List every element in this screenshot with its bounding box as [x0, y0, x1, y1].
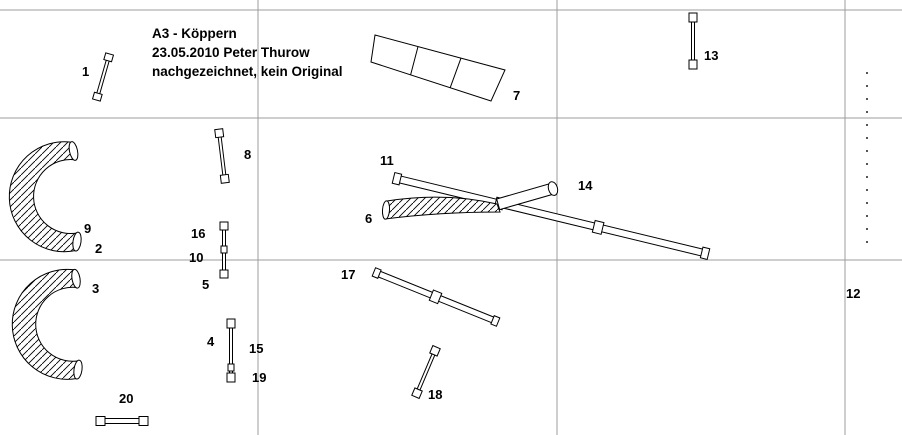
title-line-3: nachgezeichnet, kein Original — [152, 64, 343, 79]
track-piece-4-15-19[interactable] — [226, 318, 236, 383]
end-cap — [411, 387, 423, 400]
rail-joint — [428, 289, 443, 305]
track-piece-8[interactable] — [214, 128, 230, 184]
part-label-1: 1 — [82, 64, 89, 79]
title-block: A3 - Köppern 23.05.2010 Peter Thurow nac… — [152, 26, 343, 79]
end-cap — [91, 91, 103, 102]
track-piece-13[interactable] — [688, 12, 698, 70]
part-label-16: 16 — [191, 226, 205, 241]
end-cap — [73, 359, 83, 380]
part-label-7: 7 — [513, 88, 520, 103]
end-cap — [688, 59, 698, 70]
end-cap — [219, 173, 230, 184]
part-label-13: 13 — [704, 48, 718, 63]
end-cap — [138, 416, 149, 426]
part-label-3: 3 — [92, 281, 99, 296]
track-body — [217, 131, 227, 181]
part-label-18: 18 — [428, 387, 442, 402]
title-line-2: 23.05.2010 Peter Thurow — [152, 45, 310, 60]
track-piece-14[interactable] — [496, 181, 559, 211]
track-body — [99, 418, 145, 424]
curve-body-hatched — [384, 196, 501, 220]
rail-joint — [591, 219, 605, 235]
end-cap — [381, 200, 391, 220]
part-label-15: 15 — [249, 341, 263, 356]
rail-joint — [220, 245, 228, 254]
curved-track-3[interactable] — [11, 268, 83, 380]
end-cap — [95, 416, 106, 426]
rail-joint — [227, 363, 235, 372]
track-piece-20[interactable] — [95, 416, 149, 426]
part-label-12: 12 — [846, 286, 860, 301]
end-cap — [219, 221, 229, 231]
end-cap — [688, 12, 698, 23]
end-cap — [490, 315, 501, 327]
part-label-2: 2 — [95, 241, 102, 256]
track-piece-6[interactable] — [381, 196, 501, 220]
end-cap — [547, 181, 559, 196]
end-cap — [103, 52, 115, 63]
end-cap — [429, 344, 441, 357]
end-cap — [68, 141, 79, 161]
end-cap — [226, 318, 236, 329]
track-piece-7[interactable] — [370, 34, 506, 102]
end-cap — [71, 268, 81, 289]
part-label-19: 19 — [252, 370, 266, 385]
part-labels: 1 2 3 4 5 6 7 8 9 10 11 12 13 14 15 16 1… — [82, 48, 860, 406]
track-piece-16-10-5[interactable] — [219, 221, 229, 279]
segment-divider — [449, 57, 462, 88]
track-body — [95, 55, 111, 99]
part-label-8: 8 — [244, 147, 251, 162]
end-cap — [391, 171, 403, 186]
part-label-17: 17 — [341, 267, 355, 282]
track-piece-1[interactable] — [91, 52, 115, 102]
curve-body-hatched — [8, 141, 79, 253]
title-line-1: A3 - Köppern — [152, 26, 237, 41]
end-cap — [371, 267, 382, 279]
curve-body-hatched — [11, 268, 80, 380]
segment-divider — [410, 46, 419, 76]
curved-track-2[interactable] — [8, 141, 82, 253]
track-body — [691, 14, 695, 68]
end-cap — [214, 128, 225, 139]
part-label-4: 4 — [207, 334, 215, 349]
end-cap — [699, 246, 711, 261]
end-cap — [226, 372, 236, 383]
part-label-20: 20 — [119, 391, 133, 406]
part-label-5: 5 — [202, 277, 209, 292]
part-label-9: 9 — [84, 221, 91, 236]
end-cap — [72, 231, 82, 252]
wide-curve-body — [370, 34, 506, 102]
end-cap — [219, 269, 229, 279]
part-label-11: 11 — [380, 153, 394, 168]
track-piece-18[interactable] — [411, 344, 441, 400]
part-label-6: 6 — [365, 211, 372, 226]
track-piece-17[interactable] — [371, 267, 501, 327]
part-label-14: 14 — [578, 178, 593, 193]
part-label-10: 10 — [189, 250, 203, 265]
